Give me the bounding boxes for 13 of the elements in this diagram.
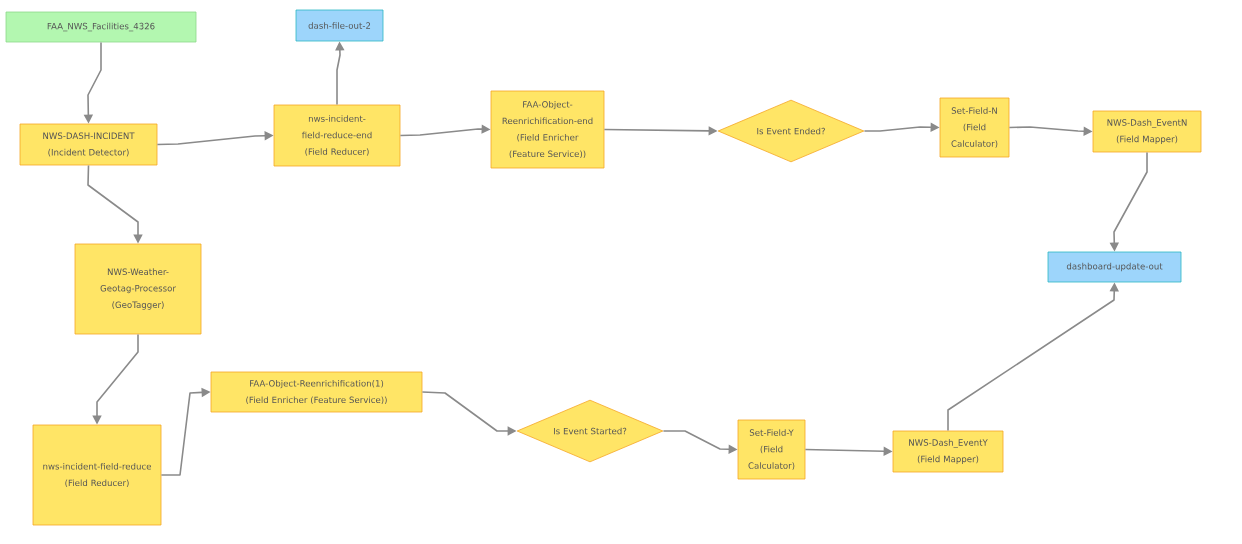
- output-box: dash-file-out-2: [295, 9, 384, 42]
- output-box: dashboard-update-out: [1047, 251, 1182, 283]
- process-box: Set-Field-N (Field Calculator): [939, 97, 1010, 158]
- process-box: NWS-Weather-Geotag-Processor (GeoTagger): [74, 243, 202, 335]
- process-box: nws-incident-field-reduce-end (Field Reducer): [273, 104, 401, 167]
- process-box: FAA-Object-Reenrichification-end (Field Enricher (Feature Service)): [490, 90, 605, 169]
- process-box: NWS-Dash_EventY (Field Mapper): [892, 430, 1004, 473]
- source-box: FAA_NWS_Facilities_4326: [5, 11, 197, 43]
- process-box: nws-incident-field-reduce (Field Reducer): [32, 424, 162, 526]
- process-box: FAA-Object-Reenrichification(1) (Field Enricher (Feature Service)): [210, 371, 423, 413]
- process-box: Set-Field-Y (Field Calculator): [737, 419, 806, 480]
- process-box: NWS-DASH-INCIDENT (Incident Detector): [19, 123, 158, 166]
- process-box: NWS-Dash_EventN (Field Mapper): [1092, 110, 1202, 153]
